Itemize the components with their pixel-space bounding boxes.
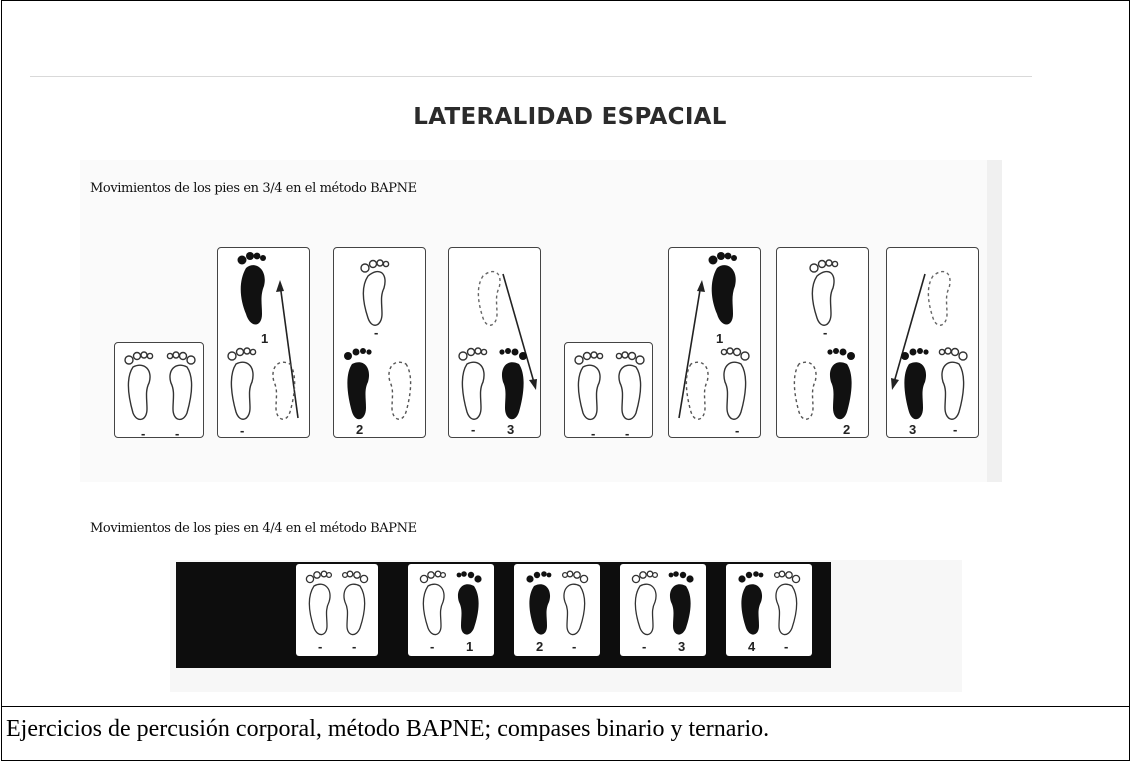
step-mark: -	[735, 423, 740, 438]
step-mark: -	[318, 639, 323, 654]
step-mark: -	[240, 423, 245, 438]
step-44-5: 4 -	[726, 564, 812, 656]
step-mark: 1	[716, 331, 724, 346]
step-mark: 2	[356, 422, 364, 437]
step-mark: -	[471, 422, 476, 437]
step-mark: 3	[678, 639, 686, 654]
feet-icon	[891, 270, 968, 420]
step-mark: 3	[507, 422, 515, 437]
step-34-5: - -	[564, 342, 653, 441]
step-mark: -	[953, 422, 958, 437]
step-mark: 1	[261, 331, 269, 346]
feet-icon	[124, 351, 196, 420]
step-44-2: - 1	[408, 564, 494, 656]
step-mark: -	[591, 426, 596, 441]
row-divider	[1, 706, 1130, 707]
step-mark: -	[374, 325, 379, 340]
step-mark: -	[141, 426, 146, 441]
caption-44: Movimientos de los pies en 4/4 en el mét…	[90, 521, 417, 536]
step-34-2: 1 -	[217, 247, 310, 438]
step-mark: 2	[536, 639, 544, 654]
step-mark: -	[175, 426, 180, 441]
step-mark: -	[352, 639, 357, 654]
feet-icon	[631, 570, 694, 636]
feet-icon	[738, 570, 801, 636]
step-mark: -	[823, 325, 828, 340]
horizontal-rule	[30, 76, 1032, 77]
feet-icon	[574, 351, 645, 420]
step-34-1: - -	[114, 342, 204, 441]
step-mark: -	[642, 639, 647, 654]
feet-icon	[678, 252, 750, 420]
step-34-7: - 2	[776, 247, 869, 438]
step-34-4: - 3	[448, 247, 541, 438]
figure-heading: LATERALIDAD ESPACIAL	[413, 104, 727, 130]
step-34-3: - 2	[333, 247, 426, 438]
caption-34: Movimientos de los pies en 3/4 en el mét…	[90, 181, 417, 196]
step-mark: -	[625, 426, 630, 441]
feet-icon	[305, 570, 369, 636]
step-mark: -	[572, 639, 577, 654]
panel-edge	[987, 160, 1002, 482]
step-34-6: 1 -	[668, 247, 761, 438]
step-mark: -	[784, 639, 789, 654]
step-mark: 4	[748, 639, 756, 654]
step-mark: 1	[466, 639, 474, 654]
step-44-4: - 3	[620, 564, 706, 656]
step-mark: -	[430, 639, 435, 654]
step-34-8: 3 -	[886, 247, 979, 438]
feet-icon	[419, 570, 482, 636]
step-44-1: - -	[296, 564, 378, 656]
feet-icon	[793, 259, 855, 420]
feet-icon	[344, 259, 412, 420]
feet-icon	[227, 252, 299, 420]
step-44-3: 2 -	[514, 564, 600, 656]
step-mark: 3	[909, 422, 917, 437]
feet-icon	[526, 570, 589, 636]
table-caption: Ejercicios de percusión corporal, método…	[6, 716, 770, 742]
figure-bar-44	[176, 562, 831, 668]
step-mark: 2	[843, 422, 851, 437]
feet-icon	[458, 270, 537, 420]
